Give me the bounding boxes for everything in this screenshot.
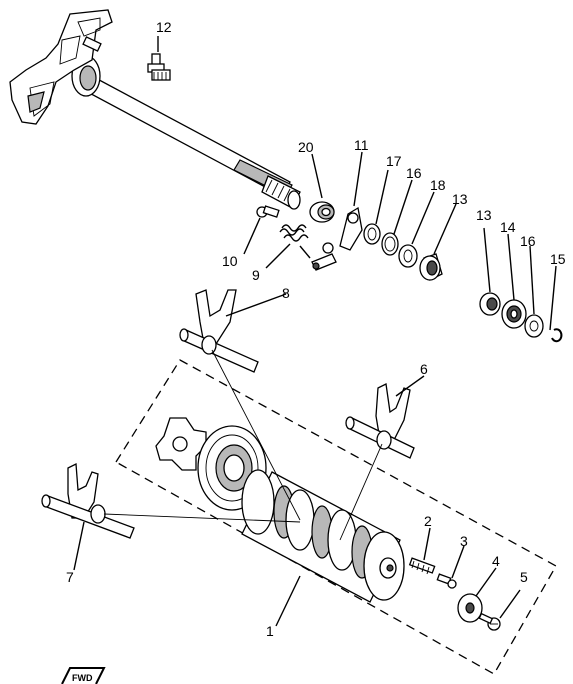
callout-15: 15 bbox=[550, 251, 566, 267]
leader-20 bbox=[311, 153, 323, 199]
assembly-group-box bbox=[115, 359, 557, 675]
part-13-bearing-b bbox=[479, 292, 501, 316]
leader-11 bbox=[353, 151, 363, 207]
callout-10: 10 bbox=[222, 253, 238, 269]
leader-15 bbox=[549, 265, 557, 331]
part-15-circlip bbox=[551, 328, 563, 343]
leader-19 bbox=[411, 191, 435, 245]
part-19-washer bbox=[398, 244, 418, 268]
part-1-shift-drum bbox=[241, 469, 405, 603]
leader-10 bbox=[243, 217, 261, 255]
leader-9 bbox=[265, 243, 291, 269]
leader-7 bbox=[73, 521, 85, 571]
part-11-lever bbox=[311, 206, 363, 271]
callout-2: 2 bbox=[424, 513, 432, 529]
part-2-pin bbox=[408, 557, 436, 575]
callout-20: 20 bbox=[298, 139, 314, 155]
leader-18 bbox=[375, 169, 389, 225]
leader-1 bbox=[275, 575, 301, 627]
callout-18: 17 bbox=[386, 153, 402, 169]
part-18-washer bbox=[363, 223, 381, 245]
part-3-pin bbox=[436, 573, 457, 589]
part-16-washer bbox=[524, 314, 544, 338]
callout-14: 14 bbox=[500, 219, 516, 235]
part-4-plate bbox=[457, 593, 483, 623]
callout-7: 7 bbox=[66, 569, 74, 585]
callout-19: 18 bbox=[430, 177, 446, 193]
leader-13b bbox=[483, 227, 491, 293]
fwd-label: FWD bbox=[72, 673, 93, 683]
part-17-circlip bbox=[381, 232, 399, 256]
leader-2 bbox=[423, 527, 431, 561]
callout-11: 11 bbox=[354, 137, 369, 153]
leader-6 bbox=[395, 375, 425, 397]
guide-line-8 bbox=[211, 349, 301, 521]
callout-9: 9 bbox=[252, 267, 260, 283]
callout-13b: 13 bbox=[476, 207, 492, 223]
part-14-oil-seal bbox=[501, 299, 527, 329]
forward-direction-badge: FWD bbox=[61, 667, 106, 684]
callout-17: 16 bbox=[406, 165, 422, 181]
callout-13a: 13 bbox=[452, 191, 468, 207]
part-12-stud bbox=[147, 53, 171, 81]
leader-14 bbox=[507, 233, 515, 301]
guide-line-6 bbox=[339, 443, 383, 541]
leader-13a bbox=[433, 203, 457, 255]
callout-3: 3 bbox=[460, 533, 468, 549]
leader-3 bbox=[451, 545, 465, 579]
callout-4: 4 bbox=[492, 553, 500, 569]
guide-line-7 bbox=[103, 513, 301, 523]
shift-shaft bbox=[9, 9, 301, 210]
part-10-bolt bbox=[256, 205, 280, 218]
callout-12: 12 bbox=[156, 19, 172, 35]
callout-1: 1 bbox=[266, 623, 274, 639]
part-20-bushing bbox=[309, 201, 335, 223]
leader-5 bbox=[499, 589, 521, 619]
leader-4 bbox=[475, 567, 497, 597]
part-8-shift-fork bbox=[179, 289, 259, 373]
leader-8 bbox=[225, 293, 287, 317]
part-9-spring bbox=[279, 224, 311, 259]
callout-16: 16 bbox=[520, 233, 536, 249]
callout-5: 5 bbox=[520, 569, 528, 585]
segment-star bbox=[155, 417, 207, 471]
part-6-shift-fork bbox=[345, 383, 415, 459]
callout-6: 6 bbox=[420, 361, 428, 377]
part-7-shift-fork bbox=[41, 462, 135, 539]
part-13-bearing-a bbox=[419, 253, 443, 281]
leader-16 bbox=[529, 245, 535, 315]
callout-8: 8 bbox=[282, 285, 290, 301]
leader-17 bbox=[393, 179, 413, 235]
part-5-screw bbox=[478, 612, 501, 631]
